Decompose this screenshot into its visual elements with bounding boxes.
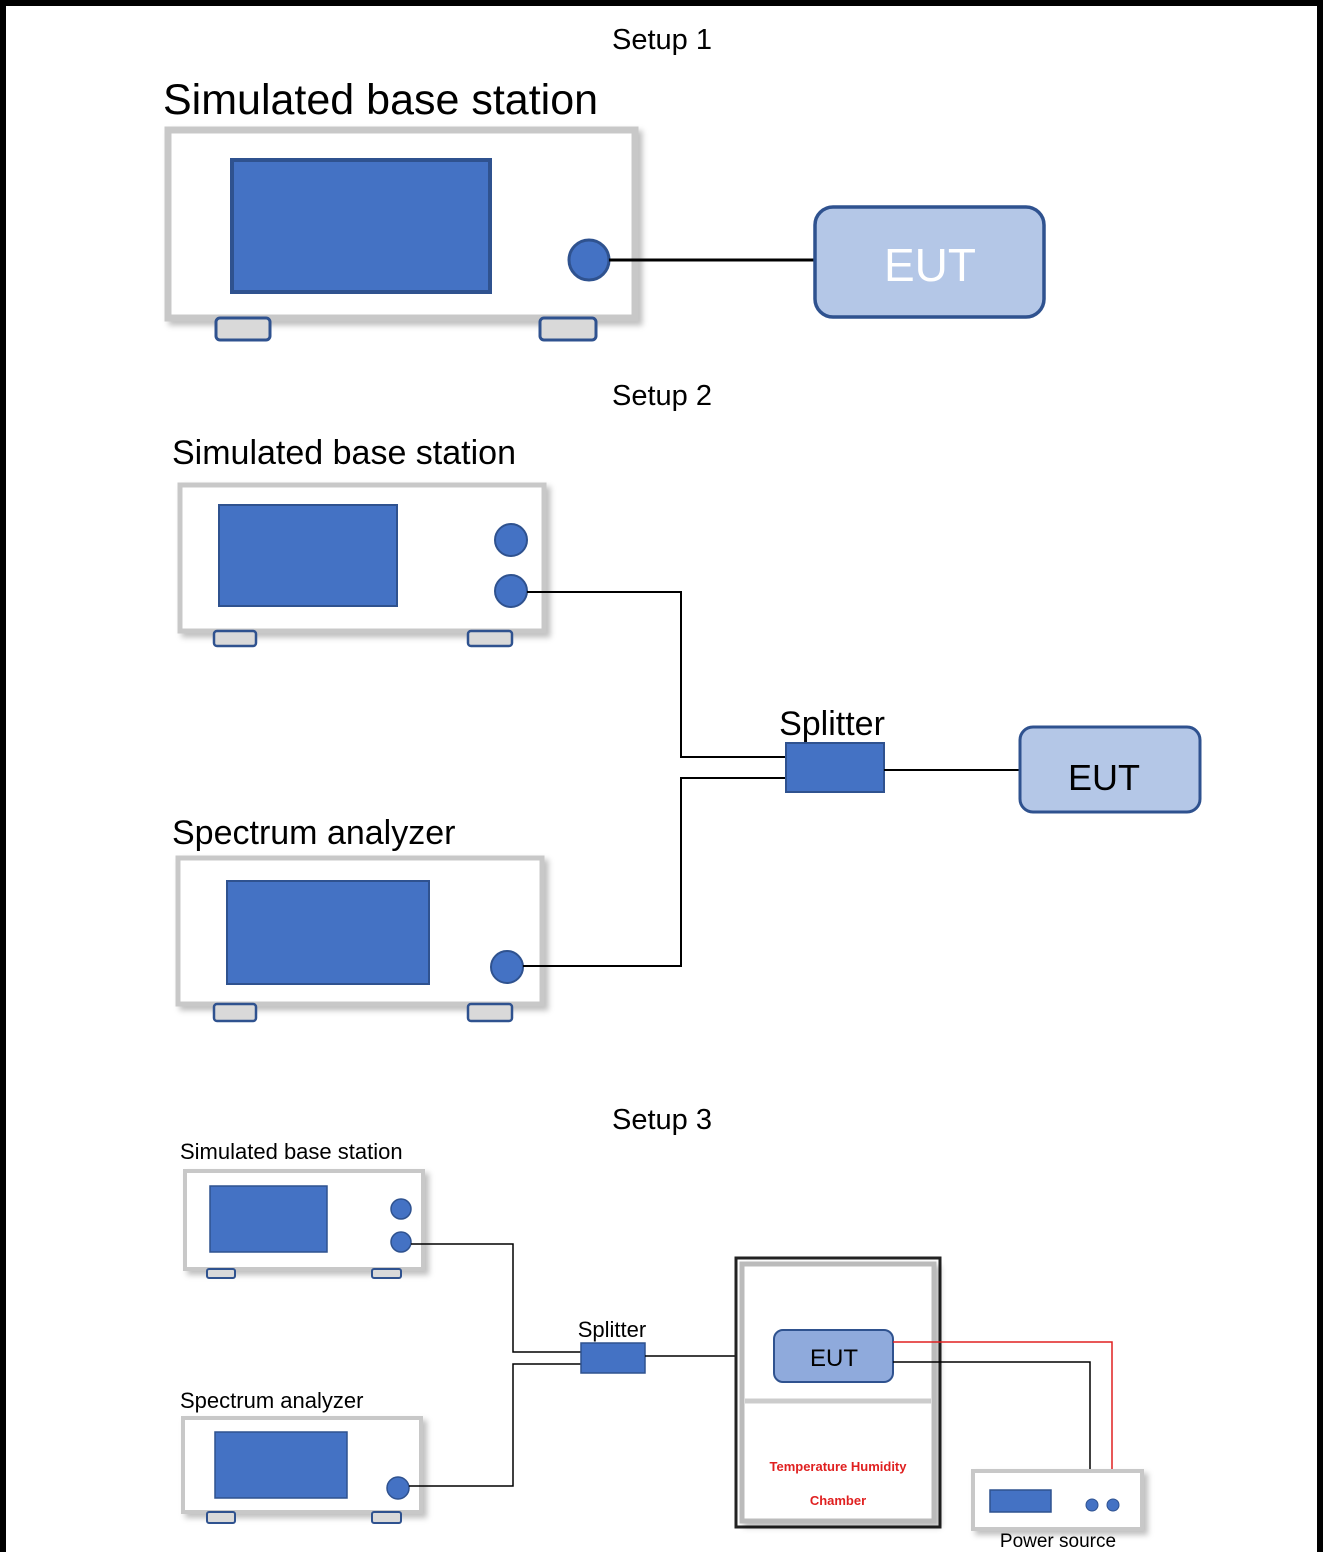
base-station-port-1 [390, 1198, 412, 1220]
power-source-terminal-2 [1106, 1498, 1120, 1512]
temperature-humidity-chamber: Temperature Humidity Chamber [734, 1256, 942, 1529]
spectrum-analyzer-foot-right [466, 1002, 514, 1023]
chamber-label-line2: Chamber [810, 1493, 866, 1508]
eut-label: EUT [884, 239, 976, 291]
setup-2-base-station [177, 482, 547, 648]
power-source-display [989, 1489, 1052, 1513]
spectrum-analyzer-foot-right [371, 1511, 402, 1524]
spectrum-analyzer-foot-left [212, 1002, 258, 1023]
chamber-inner-wall [739, 1261, 937, 1524]
setup-2-spectrum-analyzer-label: Spectrum analyzer [172, 814, 455, 852]
setup-1: Setup 1 Simulated base station EUT [163, 24, 1046, 342]
spectrum-analyzer-screen [226, 880, 430, 985]
eut-box [773, 1329, 894, 1383]
setup-1-eut: EUT [813, 205, 1046, 319]
base-station-foot-left [212, 629, 258, 648]
setup-2-base-station-label: Simulated base station [172, 434, 516, 472]
eut-label: EUT [810, 1345, 858, 1372]
setup-3-splitter [580, 1342, 646, 1374]
setup-2-splitter [785, 742, 885, 793]
setup-3-cable-analyzer-to-splitter [409, 1363, 581, 1487]
base-station-port-2 [390, 1231, 412, 1253]
base-station-screen [209, 1185, 328, 1253]
spectrum-analyzer-port [386, 1476, 410, 1500]
setup-1-base-station [164, 126, 639, 342]
base-station-foot-left [206, 1268, 236, 1279]
base-station-port [567, 238, 611, 282]
setup-3-title: Setup 3 [612, 1104, 712, 1136]
base-station-foot-right [538, 316, 598, 342]
base-station-screen [230, 158, 492, 294]
spectrum-analyzer-port [490, 950, 524, 984]
setup-2-splitter-label: Splitter [779, 705, 885, 743]
base-station-screen [218, 504, 398, 607]
setup-3-spectrum-analyzer-label: Spectrum analyzer [180, 1388, 363, 1413]
base-station-foot-right [466, 629, 514, 648]
base-station-port-1 [494, 523, 528, 557]
setup-3-eut: EUT [773, 1329, 894, 1383]
setup-1-title: Setup 1 [612, 24, 712, 56]
eut-box [1018, 725, 1202, 814]
setup-3-splitter-label: Splitter [578, 1317, 646, 1342]
setup-2-cable-base-to-splitter [527, 591, 786, 758]
spectrum-analyzer-screen [214, 1431, 348, 1499]
setup-3-base-station [183, 1169, 425, 1279]
setup-3-base-station-label: Simulated base station [180, 1139, 403, 1164]
power-source-terminal-1 [1085, 1498, 1099, 1512]
power-cable-red [893, 1341, 1113, 1503]
base-station-foot-right [371, 1268, 402, 1279]
eut-label: EUT [1068, 757, 1140, 798]
setup-3-spectrum-analyzer [181, 1416, 423, 1524]
setup-2-spectrum-analyzer [175, 855, 545, 1023]
spectrum-analyzer-foot-left [206, 1511, 236, 1524]
setup-3: Setup 3 Simulated base station Spectrum … [180, 1104, 1144, 1552]
setup-2-cable-analyzer-to-splitter [523, 777, 786, 967]
power-cable-black [893, 1361, 1091, 1503]
power-source-label: Power source [1000, 1531, 1116, 1552]
setup-2-title: Setup 2 [612, 380, 712, 412]
setup-3-cable-base-to-splitter [411, 1243, 581, 1353]
base-station-foot-left [214, 316, 272, 342]
eut-box [813, 205, 1046, 319]
setup-2: Setup 2 Simulated base station Spectrum … [172, 380, 1202, 1023]
base-station-port-2 [494, 574, 528, 608]
setup-2-eut: EUT [1018, 725, 1202, 814]
power-source: Power source [971, 1469, 1144, 1552]
setup-1-base-station-label: Simulated base station [163, 76, 598, 124]
chamber-label-line1: Temperature Humidity [769, 1459, 907, 1474]
